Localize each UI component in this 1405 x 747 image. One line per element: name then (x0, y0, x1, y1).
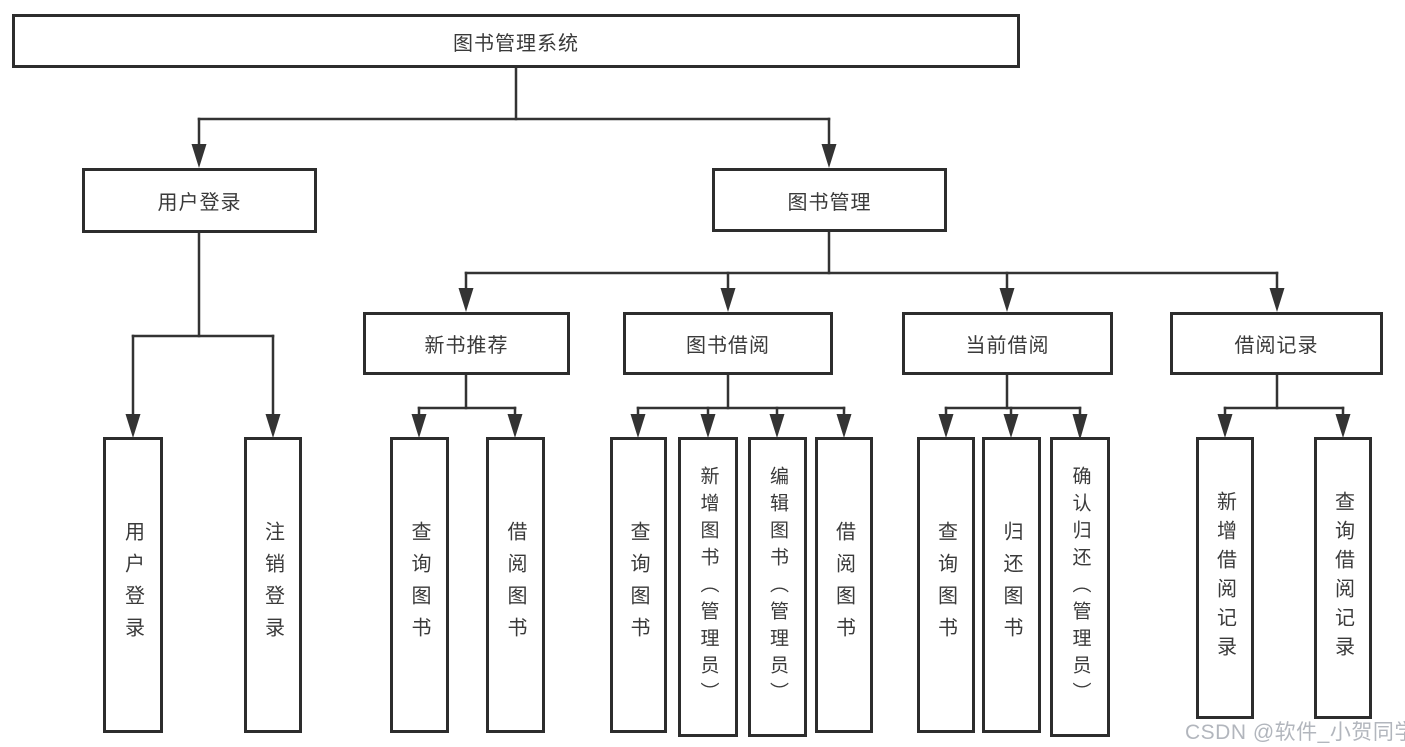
node-leaf-add-borrow-record: 新增借阅记录 (1196, 437, 1254, 719)
node-leaf-borrow-book: 借阅图书 (486, 437, 545, 733)
node-label: 新增图书（管理员） (697, 465, 719, 709)
node-leaf-borrow-book: 借阅图书 (815, 437, 873, 733)
node-leaf-edit-book-admin: 编辑图书（管理员） (748, 437, 807, 737)
node-leaf-query-borrow-record: 查询借阅记录 (1314, 437, 1372, 719)
node-leaf-add-book-admin: 新增图书（管理员） (678, 437, 738, 737)
node-borrow-records: 借阅记录 (1170, 312, 1383, 375)
node-label: 图书借阅 (686, 335, 770, 357)
node-label: 借阅图书 (832, 521, 855, 649)
node-leaf-logout: 注销登录 (244, 437, 302, 733)
node-label: 当前借阅 (965, 335, 1050, 357)
node-label: 新增借阅记录 (1213, 491, 1236, 665)
node-label: 查询图书 (627, 521, 649, 649)
node-root: 图书管理系统 (12, 14, 1020, 68)
node-label: 用户登录 (121, 521, 144, 649)
node-book-borrow: 图书借阅 (623, 312, 833, 375)
node-label: 查询图书 (934, 521, 957, 649)
node-leaf-query-book: 查询图书 (917, 437, 975, 733)
node-label: 新书推荐 (424, 335, 509, 357)
node-root-label: 图书管理系统 (453, 32, 579, 55)
node-leaf-confirm-return-admin: 确认归还（管理员） (1050, 437, 1110, 737)
node-label: 编辑图书（管理员） (767, 465, 788, 709)
node-leaf-user-login: 用户登录 (103, 437, 163, 733)
node-label: 借阅记录 (1234, 335, 1319, 357)
node-new-book-recommend: 新书推荐 (363, 312, 570, 375)
node-leaf-query-book: 查询图书 (390, 437, 449, 733)
node-label: 确认归还（管理员） (1069, 465, 1091, 709)
node-book-mgmt-group: 图书管理 (712, 168, 947, 232)
node-current-borrow: 当前借阅 (902, 312, 1113, 375)
node-leaf-return-book: 归还图书 (982, 437, 1041, 733)
node-label: 注销登录 (261, 521, 284, 649)
node-label: 图书管理 (787, 191, 872, 214)
node-label: 查询借阅记录 (1331, 491, 1354, 665)
watermark: CSDN @软件_小贺同学 (1185, 721, 1405, 744)
node-label: 借阅图书 (504, 521, 526, 649)
node-user-login-group: 用户登录 (82, 168, 317, 233)
node-label: 归还图书 (1000, 521, 1022, 649)
node-label: 查询图书 (408, 521, 430, 649)
node-leaf-query-book: 查询图书 (610, 437, 667, 733)
node-label: 用户登录 (157, 192, 242, 214)
